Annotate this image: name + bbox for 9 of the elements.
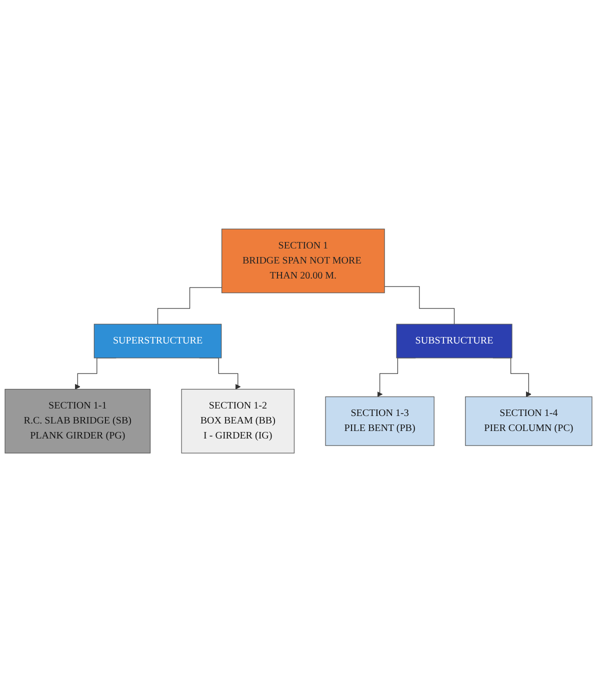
node-box: SECTION 1-3 PILE BENT (PB) (325, 396, 434, 446)
node-box: SECTION 1-2 BOX BEAM (BB) I - GIRDER (IG) (181, 388, 295, 454)
node-box: SECTION 1-1 R.C. SLAB BRIDGE (SB) PLANK GIRDER (PG) (4, 388, 151, 454)
node-box: SECTION 1-4 PIER COLUMN (PC) (465, 396, 592, 446)
node-box: SUBSTRUCTURE (396, 324, 512, 358)
connector (384, 286, 455, 324)
connector (157, 287, 222, 324)
node-box: SUPERSTRUCTURE (94, 324, 222, 358)
node-box: SECTION 1 BRIDGE SPAN NOT MORE THAN 20.00 M. (221, 228, 385, 294)
